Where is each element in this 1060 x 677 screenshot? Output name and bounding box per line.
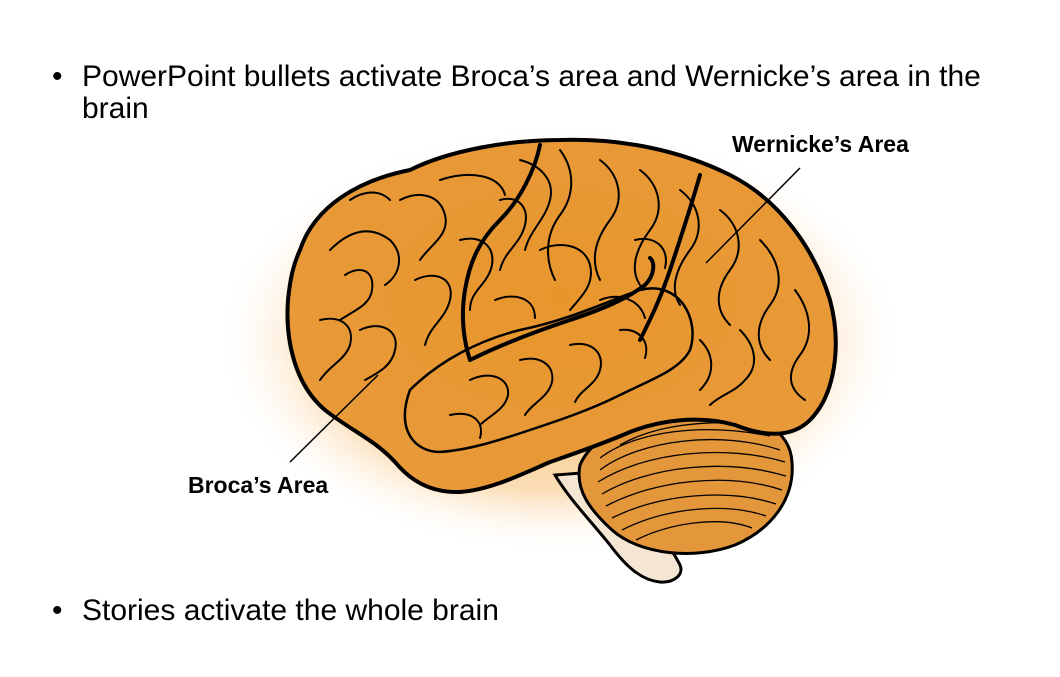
broca-pointer-line bbox=[289, 374, 379, 463]
wernicke-pointer-line bbox=[705, 167, 801, 264]
brain-folds bbox=[319, 149, 811, 439]
brain-fissures bbox=[460, 143, 702, 362]
wernicke-area-label: Wernicke’s Area bbox=[732, 131, 909, 157]
bullet-marker: • bbox=[52, 594, 63, 627]
bullet-powerpoint: • PowerPoint bullets activate Broca’s ar… bbox=[52, 61, 1012, 125]
bullet-text: PowerPoint bullets activate Broca’s area… bbox=[82, 60, 981, 125]
broca-area-label: Broca’s Area bbox=[188, 472, 329, 498]
temporal-lobe bbox=[403, 287, 694, 454]
bullet-text: Stories activate the whole brain bbox=[82, 594, 499, 627]
bullet-marker: • bbox=[52, 60, 63, 93]
bullet-stories: • Stories activate the whole brain bbox=[52, 595, 752, 627]
